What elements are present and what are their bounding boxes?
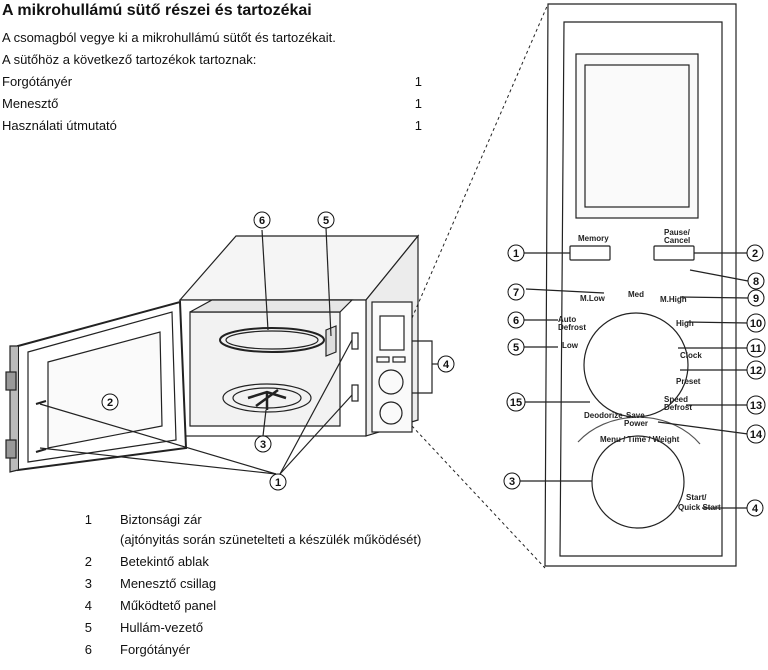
oven-callouts: 6 5 2 3 1 4 xyxy=(101,211,455,491)
svg-text:2: 2 xyxy=(752,248,758,260)
control-panel-detail xyxy=(520,3,749,567)
svg-text:15: 15 xyxy=(510,397,522,409)
svg-text:Start/: Start/ xyxy=(686,493,707,502)
svg-text:10: 10 xyxy=(750,318,762,330)
svg-text:Speed: Speed xyxy=(664,395,688,404)
callout-6: 6 xyxy=(259,215,265,227)
callout-1: 1 xyxy=(275,477,281,489)
callout-2: 2 xyxy=(107,397,113,409)
svg-text:7: 7 xyxy=(513,287,519,299)
svg-text:Pause/: Pause/ xyxy=(664,228,691,237)
svg-text:12: 12 xyxy=(750,365,762,377)
accessory-name: Forgótányér xyxy=(2,74,73,89)
svg-text:Power: Power xyxy=(624,419,648,428)
svg-text:Low: Low xyxy=(562,341,579,350)
callout-5: 5 xyxy=(323,215,329,227)
svg-text:Deodorize: Deodorize xyxy=(584,411,623,420)
intro-line-1: A csomagból vegye ki a mikrohullámú sütő… xyxy=(2,30,336,45)
svg-text:Quick Start: Quick Start xyxy=(678,503,721,512)
accessory-row: Forgótányér 1 xyxy=(2,74,422,89)
svg-text:Clock: Clock xyxy=(680,351,702,360)
svg-text:4: 4 xyxy=(752,503,759,515)
svg-text:Med: Med xyxy=(628,290,644,299)
accessory-qty: 1 xyxy=(414,96,422,111)
svg-text:11: 11 xyxy=(750,343,762,355)
svg-text:Defrost: Defrost xyxy=(558,323,586,332)
svg-text:Cancel: Cancel xyxy=(664,236,690,245)
svg-text:3: 3 xyxy=(509,476,515,488)
accessory-row: Használati útmutató 1 xyxy=(2,118,422,133)
svg-text:8: 8 xyxy=(753,276,759,288)
intro-line-2: A sütőhöz a következő tartozékok tartozn… xyxy=(2,52,257,67)
svg-text:Menu / Time / Weight: Menu / Time / Weight xyxy=(600,435,680,444)
page-title: A mikrohullámú sütő részei és tartozékai xyxy=(2,2,312,19)
svg-text:13: 13 xyxy=(750,400,762,412)
svg-text:Auto: Auto xyxy=(558,315,576,324)
svg-text:6: 6 xyxy=(513,315,519,327)
svg-text:9: 9 xyxy=(753,293,759,305)
svg-text:Save: Save xyxy=(626,411,645,420)
callout-4: 4 xyxy=(443,359,450,371)
accessory-row: Menesztő 1 xyxy=(2,96,422,111)
svg-text:Memory: Memory xyxy=(578,234,609,243)
accessory-name: Használati útmutató xyxy=(2,118,117,133)
svg-text:1: 1 xyxy=(513,248,519,260)
panel-callouts: 1 2 3 4 5 6 7 8 9 10 11 12 13 14 15 xyxy=(503,244,766,517)
svg-text:5: 5 xyxy=(513,342,519,354)
svg-text:M.Low: M.Low xyxy=(580,294,606,303)
svg-text:High: High xyxy=(676,319,694,328)
svg-text:Preset: Preset xyxy=(676,377,701,386)
accessory-qty: 1 xyxy=(414,118,422,133)
svg-text:M.High: M.High xyxy=(660,295,687,304)
svg-text:Defrost: Defrost xyxy=(664,403,692,412)
panel-labels: Memory Pause/ Cancel Low Auto Defrost M.… xyxy=(558,228,721,512)
accessory-qty: 1 xyxy=(414,74,422,89)
callout-3: 3 xyxy=(260,439,266,451)
svg-text:14: 14 xyxy=(750,429,763,441)
accessory-name: Menesztő xyxy=(2,96,59,111)
